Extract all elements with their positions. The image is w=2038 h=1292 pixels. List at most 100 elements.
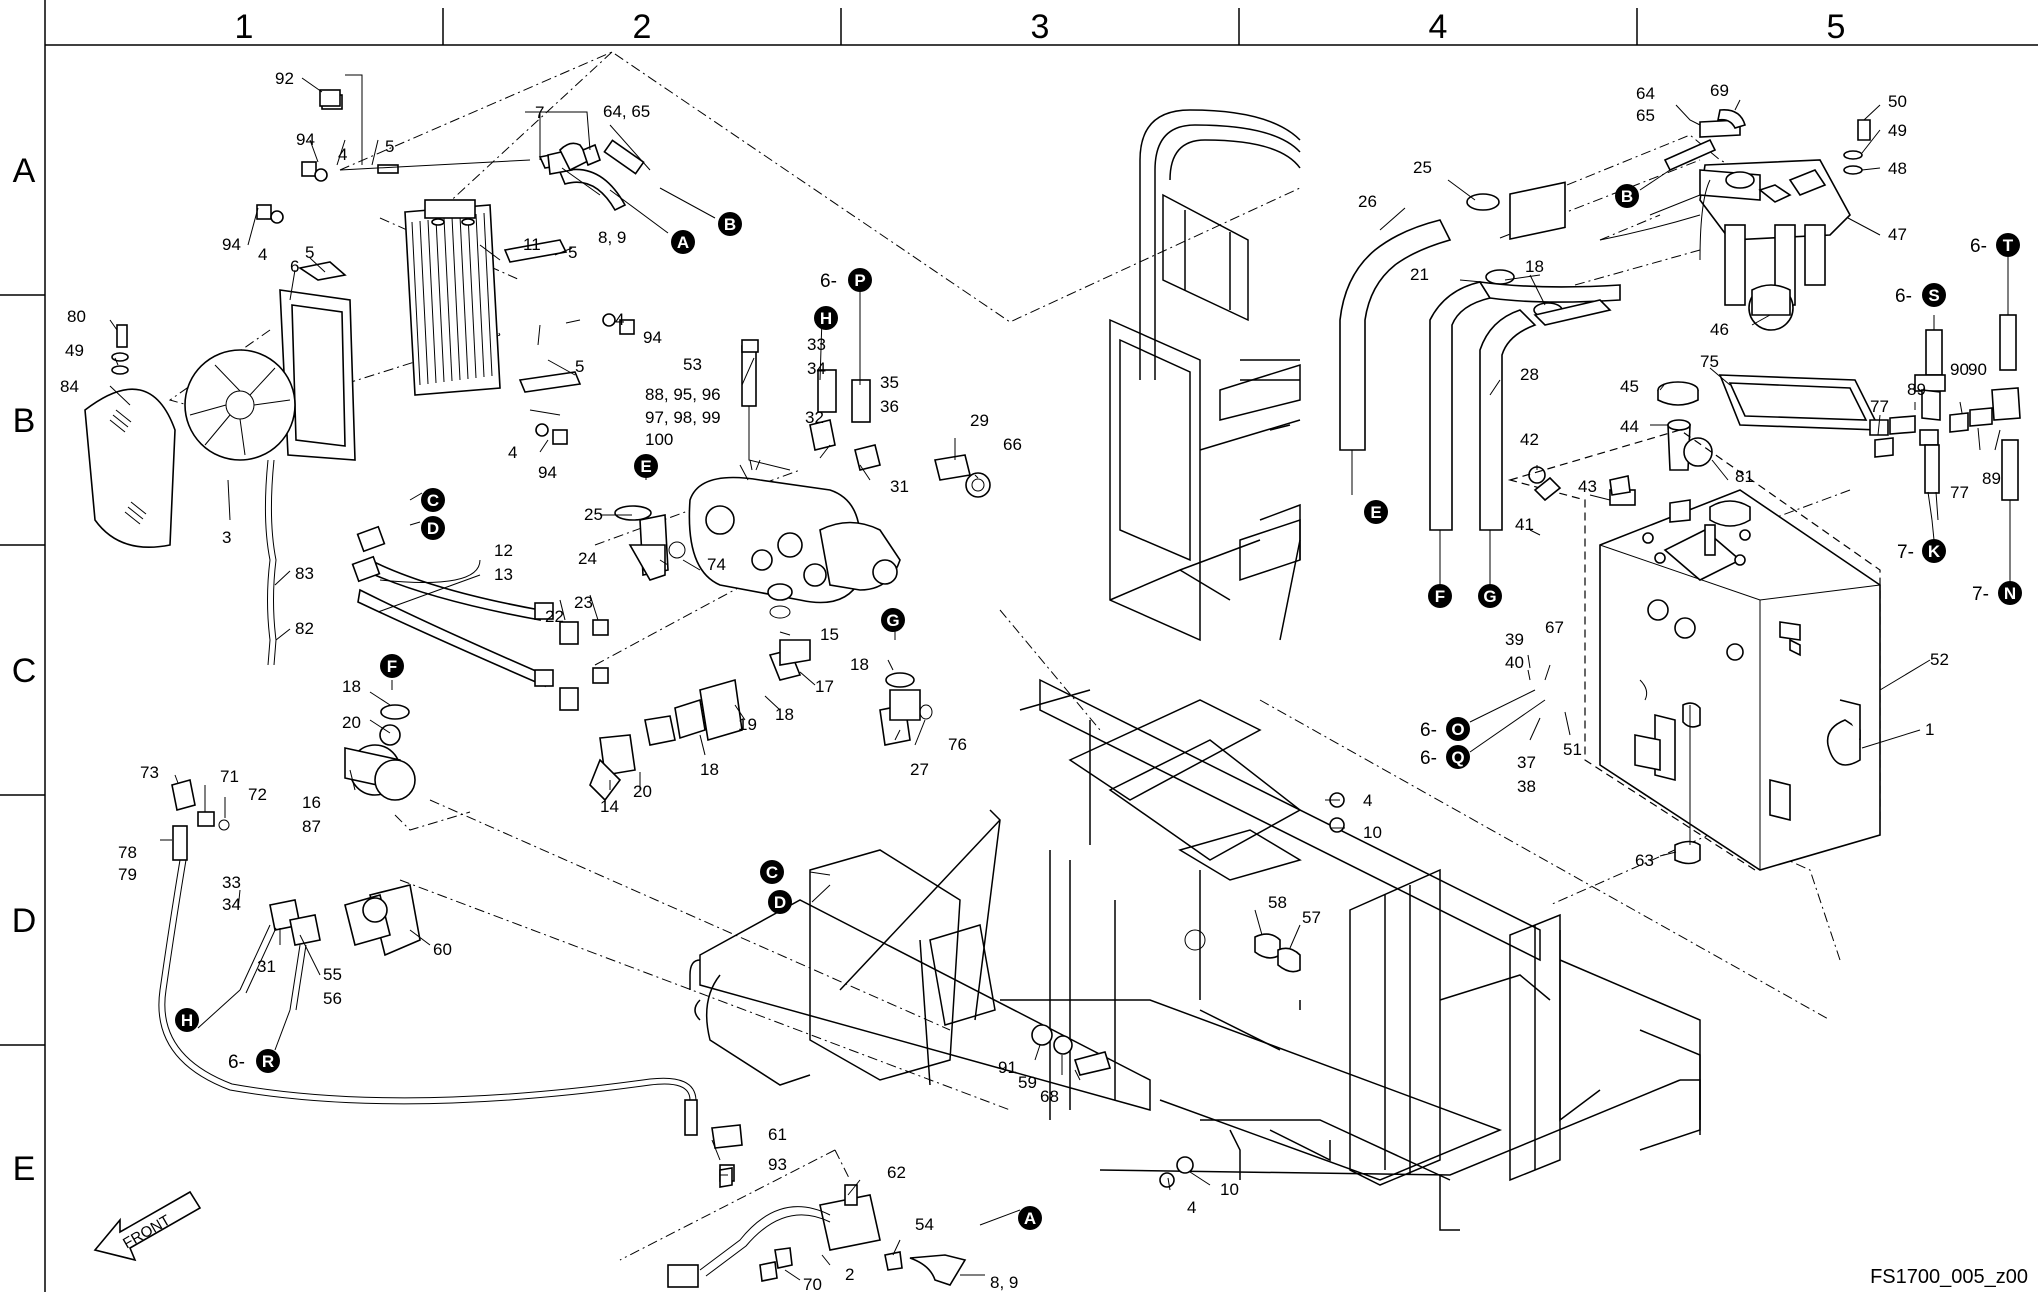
callout-5: 5 (575, 357, 584, 376)
callout-65: 65 (1636, 106, 1655, 125)
callout-25: 25 (1413, 158, 1432, 177)
fan-guard (84, 388, 176, 548)
prefix-r: 6- (228, 1052, 245, 1073)
front-arrow-icon (93, 1190, 202, 1262)
svg-text:D: D (427, 519, 439, 538)
reference-arrows (197, 169, 2011, 1226)
callout-3: 3 (222, 528, 231, 547)
callout-23: 23 (574, 593, 593, 612)
callout-26: 26 (1358, 192, 1377, 211)
callout-48: 48 (1888, 159, 1907, 178)
column-label-3: 3 (1031, 8, 1050, 46)
callout-62: 62 (887, 1163, 906, 1182)
ref-q: Q (1446, 745, 1470, 769)
callout-94: 94 (222, 235, 241, 254)
callout-2: 2 (845, 1265, 854, 1284)
ref-n: N (1998, 581, 2022, 605)
callout-55: 55 (323, 965, 342, 984)
callout-97-98-99: 97, 98, 99 (645, 408, 721, 427)
callout-10: 10 (1363, 823, 1382, 842)
callout-29: 29 (970, 411, 989, 430)
callout-49: 49 (1888, 121, 1907, 140)
callout-60: 60 (433, 940, 452, 959)
callout-52: 52 (1930, 650, 1949, 669)
callout-41: 41 (1515, 515, 1534, 534)
callout-4: 4 (1187, 1198, 1196, 1217)
callout-19: 19 (738, 715, 757, 734)
column-label-1: 1 (235, 8, 254, 46)
tank-hoses (1339, 193, 1621, 531)
callout-8-9: 8, 9 (990, 1273, 1018, 1292)
callout-54: 54 (915, 1215, 934, 1234)
hydraulic-pump (614, 339, 991, 619)
ref-k: K (1922, 539, 1946, 563)
svg-text:O: O (1451, 720, 1464, 739)
ref-f-filter: F (380, 654, 404, 678)
callout-34: 34 (222, 895, 241, 914)
callout-78: 78 (118, 843, 137, 862)
ref-h-valve: H (175, 1008, 199, 1032)
reference-markers: A B A B C D C D E E F F G G H H P R S T … (175, 184, 2022, 1230)
callout-18: 18 (700, 760, 719, 779)
callout-18: 18 (775, 705, 794, 724)
row-label-E: E (13, 1150, 36, 1188)
callout-91: 91 (998, 1058, 1017, 1077)
callout-83: 83 (295, 564, 314, 583)
leader-lines (109, 74, 2001, 1281)
svg-text:P: P (854, 271, 865, 290)
callout-32: 32 (805, 408, 824, 427)
callout-59: 59 (1018, 1073, 1037, 1092)
callout-93: 93 (768, 1155, 787, 1174)
prefix-s: 6- (1895, 286, 1912, 307)
callout-70: 70 (803, 1275, 822, 1292)
misc-parts (111, 89, 1345, 1188)
callout-89: 89 (1982, 469, 2001, 488)
callout-92: 92 (275, 69, 294, 88)
svg-text:C: C (766, 863, 778, 882)
row-label-A: A (13, 152, 36, 190)
callout-18: 18 (342, 677, 361, 696)
callout-4: 4 (258, 245, 267, 264)
callout-66: 66 (1003, 435, 1022, 454)
callout-14: 14 (600, 797, 619, 816)
ref-p: P (848, 268, 872, 292)
callout-15: 15 (820, 625, 839, 644)
callout-4: 4 (1363, 791, 1372, 810)
ref-d-left: D (421, 516, 445, 540)
svg-text:G: G (886, 611, 899, 630)
callout-51: 51 (1563, 740, 1582, 759)
reference-prefixes: 6- 6- 6- 6- 7- 7- 6- 6- (228, 236, 1989, 1073)
hose-pair-12-13 (351, 525, 609, 711)
ref-g-pump: G (881, 608, 905, 632)
callout-45: 45 (1620, 377, 1639, 396)
front-direction-indicator: FRONT (93, 1190, 202, 1262)
svg-text:D: D (774, 893, 786, 912)
callout-12: 12 (494, 541, 513, 560)
callout-68: 68 (1040, 1087, 1059, 1106)
callout-58: 58 (1268, 893, 1287, 912)
callout-20: 20 (633, 782, 652, 801)
callout-64: 64 (1636, 84, 1655, 103)
callout-31: 31 (257, 957, 276, 976)
ref-r: R (256, 1049, 280, 1073)
callout-76: 76 (948, 735, 967, 754)
svg-text:E: E (640, 457, 651, 476)
callout-38: 38 (1517, 777, 1536, 796)
callout-16: 16 (302, 793, 321, 812)
callout-33: 33 (222, 873, 241, 892)
drawing-code: FS1700_005_z00 (1870, 1266, 2028, 1288)
svg-text:S: S (1928, 286, 1939, 305)
callout-10: 10 (1220, 1180, 1239, 1199)
callout-42: 42 (1520, 430, 1539, 449)
callout-69: 69 (1710, 81, 1729, 100)
ref-b-top: B (718, 212, 742, 236)
callout-4: 4 (508, 443, 517, 462)
svg-text:F: F (387, 657, 397, 676)
callout-84: 84 (60, 377, 79, 396)
callout-47: 47 (1888, 225, 1907, 244)
callout-72: 72 (248, 785, 267, 804)
callout-73: 73 (140, 763, 159, 782)
callout-67: 67 (1545, 618, 1564, 637)
fan (184, 349, 296, 461)
